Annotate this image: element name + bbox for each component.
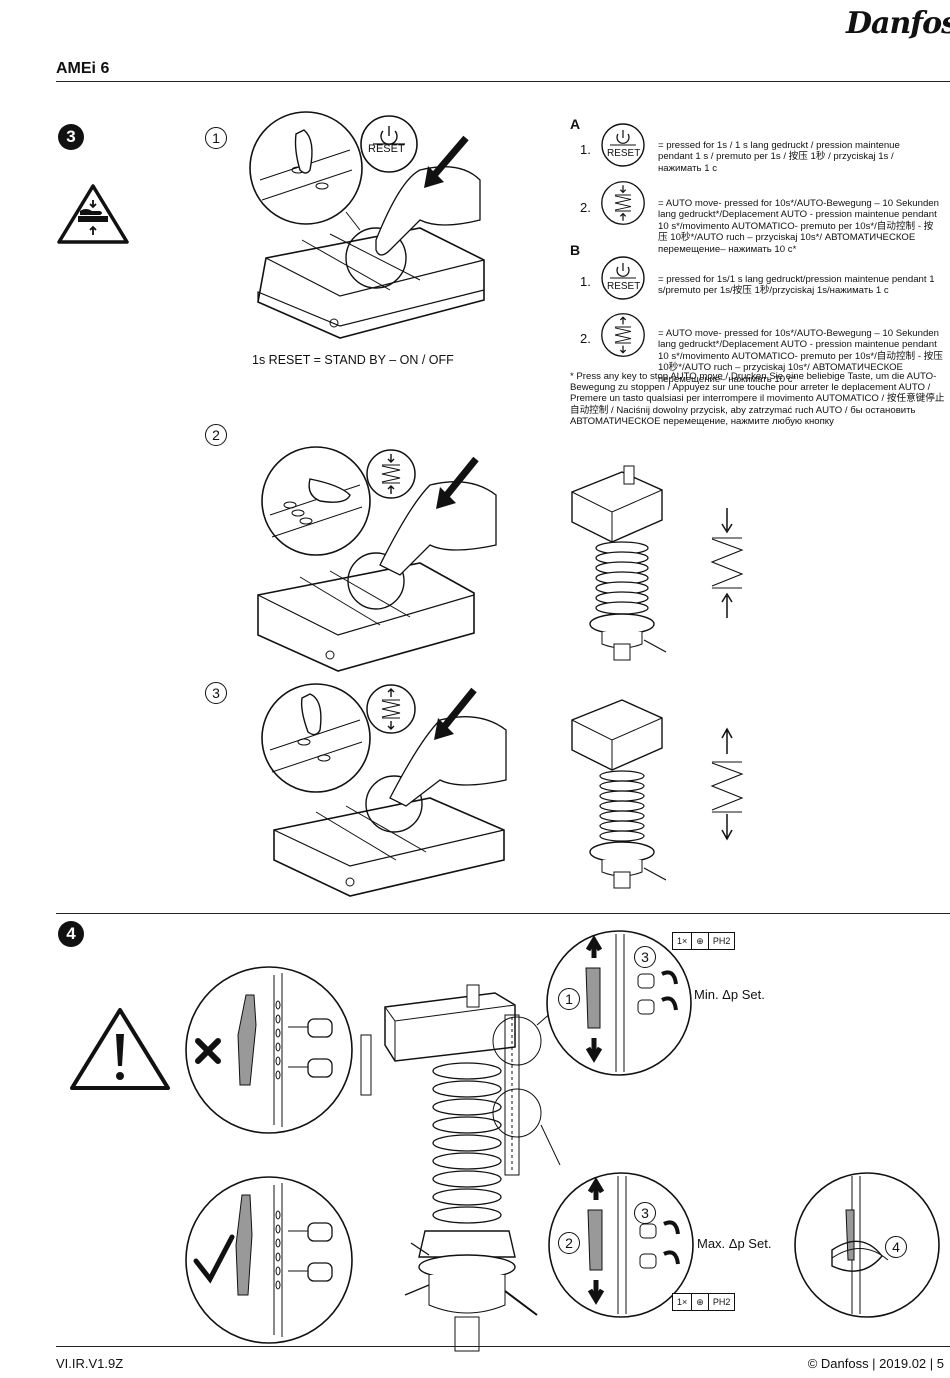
section-b-item-1-num: 1. (580, 274, 591, 289)
actuator-press-auto-up-illustration (257, 446, 497, 672)
tool-qty: 1× (677, 1297, 688, 1307)
adjust-step-1: 1 (558, 988, 580, 1010)
max-setting-label: Max. Δp Set. (697, 1236, 772, 1251)
min-setting-detail (546, 930, 692, 1076)
danfoss-logo: Danfoss (846, 6, 950, 41)
adjust-step-4: 4 (885, 1236, 907, 1258)
actuator-press-reset-illustration (249, 111, 485, 339)
valve-actuator-assembly-illustration (360, 984, 561, 1352)
substep-3-label: 3 (205, 682, 227, 704)
reset-button-icon (601, 256, 645, 300)
model-title: AMEi 6 (56, 60, 110, 77)
section-b-item-1-text: = pressed for 1s/1 s lang gedruckt/press… (658, 274, 935, 297)
substep-2-label: 2 (205, 424, 227, 446)
actuator-press-auto-down-illustration (261, 683, 507, 897)
spring-extend-arrows-icon (710, 727, 744, 841)
section-b-item-2-num: 2. (580, 331, 591, 346)
section-a-item-2-text: = AUTO move- pressed for 10s*/AUTO-Beweg… (658, 198, 939, 255)
step-3-badge: 3 (58, 124, 84, 150)
valve-actuator-spring-compress-illustration (571, 465, 667, 661)
spring-compress-arrows-icon (710, 508, 744, 618)
lock-detail (794, 1172, 940, 1318)
adjust-step-3a: 3 (634, 946, 656, 968)
reset-button-icon (601, 123, 645, 167)
section-b-letter: B (570, 242, 581, 258)
auto-stop-note: * Press any key to stop AUTO move / Druc… (570, 371, 945, 427)
substep-1-label: 1 (205, 127, 227, 149)
reset-small-label: RESET (607, 281, 641, 292)
tool-bit: PH2 (712, 1297, 731, 1307)
general-warning-icon (70, 1008, 170, 1090)
header-rule (56, 81, 950, 82)
auto-up-button-icon (366, 449, 416, 499)
section-a-item-1-num: 1. (580, 142, 591, 157)
adjust-step-2: 2 (558, 1232, 580, 1254)
reset-button-icon (360, 115, 418, 173)
section-a-item-2-num: 2. (580, 200, 591, 215)
phillips-icon: ⊕ (696, 1296, 704, 1307)
adjust-step-3b: 3 (634, 1202, 656, 1224)
reset-caption: 1s RESET = STAND BY – ON / OFF (252, 353, 454, 367)
tool-bit: PH2 (712, 936, 731, 946)
correct-adjustment-detail (185, 1176, 353, 1344)
reset-button-label: RESET (368, 143, 405, 155)
auto-down-button-icon (601, 313, 645, 357)
valve-actuator-spring-extend-illustration (571, 699, 667, 889)
section-a-item-1-text: = pressed for 1s / 1 s lang gedruckt / p… (658, 140, 900, 174)
phillips-icon: ⊕ (696, 935, 704, 946)
section-rule (56, 913, 950, 914)
screwdriver-tool-top: 1× ⊕ PH2 (672, 932, 736, 950)
section-a-letter: A (570, 116, 581, 132)
reset-small-label: RESET (607, 148, 641, 159)
min-setting-label: Min. Δp Set. (694, 987, 765, 1002)
footer-rule (56, 1346, 950, 1347)
doc-code: VI.IR.V1.9Z (56, 1356, 124, 1371)
auto-up-button-icon (601, 181, 645, 225)
step-4-badge: 4 (58, 921, 84, 947)
section-b-item-2-text: = AUTO move- pressed for 10s*/AUTO-Beweg… (658, 328, 943, 385)
copyright: © Danfoss | 2019.02 | 5 (807, 1356, 944, 1371)
hand-crush-warning-icon (57, 184, 129, 244)
tool-qty: 1× (677, 936, 688, 946)
screwdriver-tool-bottom: 1× ⊕ PH2 (672, 1293, 736, 1311)
auto-down-button-icon (366, 684, 416, 734)
wrong-adjustment-detail (185, 966, 353, 1134)
max-setting-detail (548, 1172, 694, 1318)
